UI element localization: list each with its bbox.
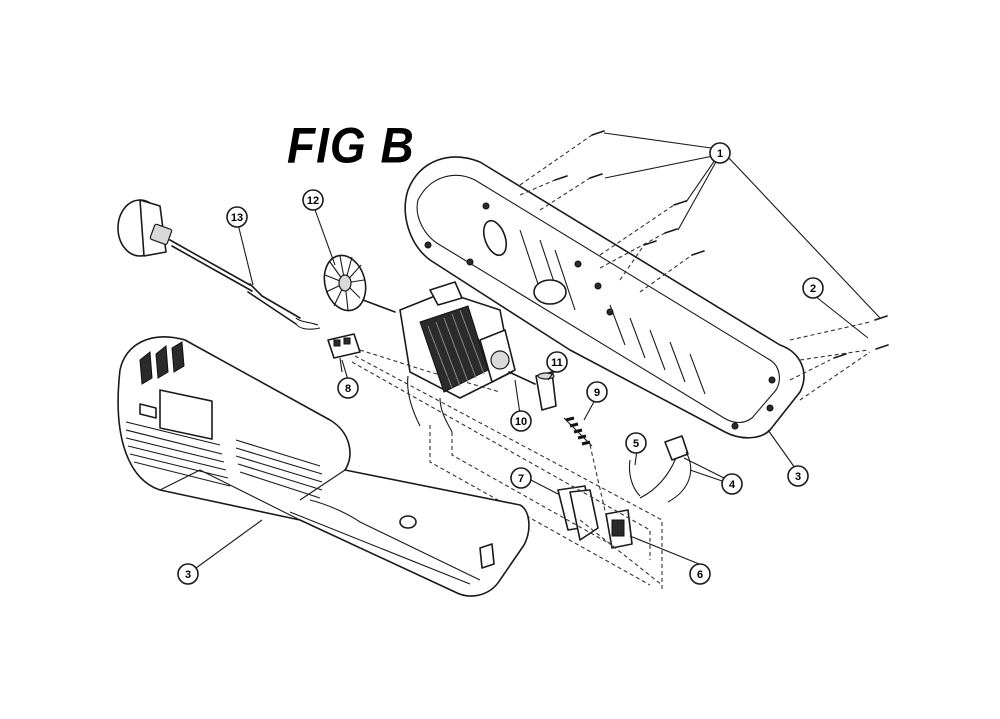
- front-housing-half: [117, 336, 530, 597]
- callout-12: 12: [302, 189, 324, 211]
- callout-6: 6: [689, 563, 711, 585]
- callout-9-label: 9: [594, 387, 600, 399]
- callout-7-label: 7: [518, 473, 524, 485]
- callout-2-label: 2: [810, 283, 816, 295]
- callout-6-label: 6: [697, 569, 703, 581]
- callout-5: 5: [625, 432, 647, 454]
- leader-lines: [195, 132, 881, 569]
- assembly-guide-lines: [351, 349, 663, 590]
- spring: [563, 416, 593, 447]
- callout-3-front: 3: [177, 563, 199, 585]
- callout-9: 9: [586, 381, 608, 403]
- fan: [323, 254, 396, 313]
- callout-8-label: 8: [345, 383, 351, 395]
- terminal-block: [327, 333, 361, 373]
- callout-1: 1: [709, 142, 731, 164]
- callout-13: 13: [226, 206, 248, 228]
- callout-10: 10: [510, 410, 532, 432]
- callout-10-label: 10: [515, 416, 527, 428]
- callout-1-label: 1: [717, 148, 723, 160]
- callout-5-label: 5: [633, 438, 639, 450]
- callout-7: 7: [510, 467, 532, 489]
- callout-13-label: 13: [231, 212, 243, 224]
- rear-housing-half: [404, 156, 805, 439]
- callouts: 1 2 3 3 4 5 6 7 8 9 10 11 12 13: [177, 142, 824, 585]
- switch-components: [557, 435, 692, 549]
- callout-8: 8: [337, 377, 359, 399]
- carbon-brush-holder: [535, 371, 557, 411]
- callout-2: 2: [802, 277, 824, 299]
- callout-3-rear-label: 3: [795, 471, 801, 483]
- power-cord-assembly: [117, 199, 321, 330]
- callout-12-label: 12: [307, 195, 319, 207]
- figure-title: FIG B: [287, 116, 415, 174]
- callout-4-label: 4: [729, 479, 736, 491]
- callout-11-label: 11: [551, 357, 563, 369]
- screws: [519, 130, 889, 401]
- callout-3-front-label: 3: [185, 569, 191, 581]
- callout-11: 11: [546, 351, 568, 373]
- callout-3-rear: 3: [787, 465, 809, 487]
- callout-4: 4: [721, 473, 743, 495]
